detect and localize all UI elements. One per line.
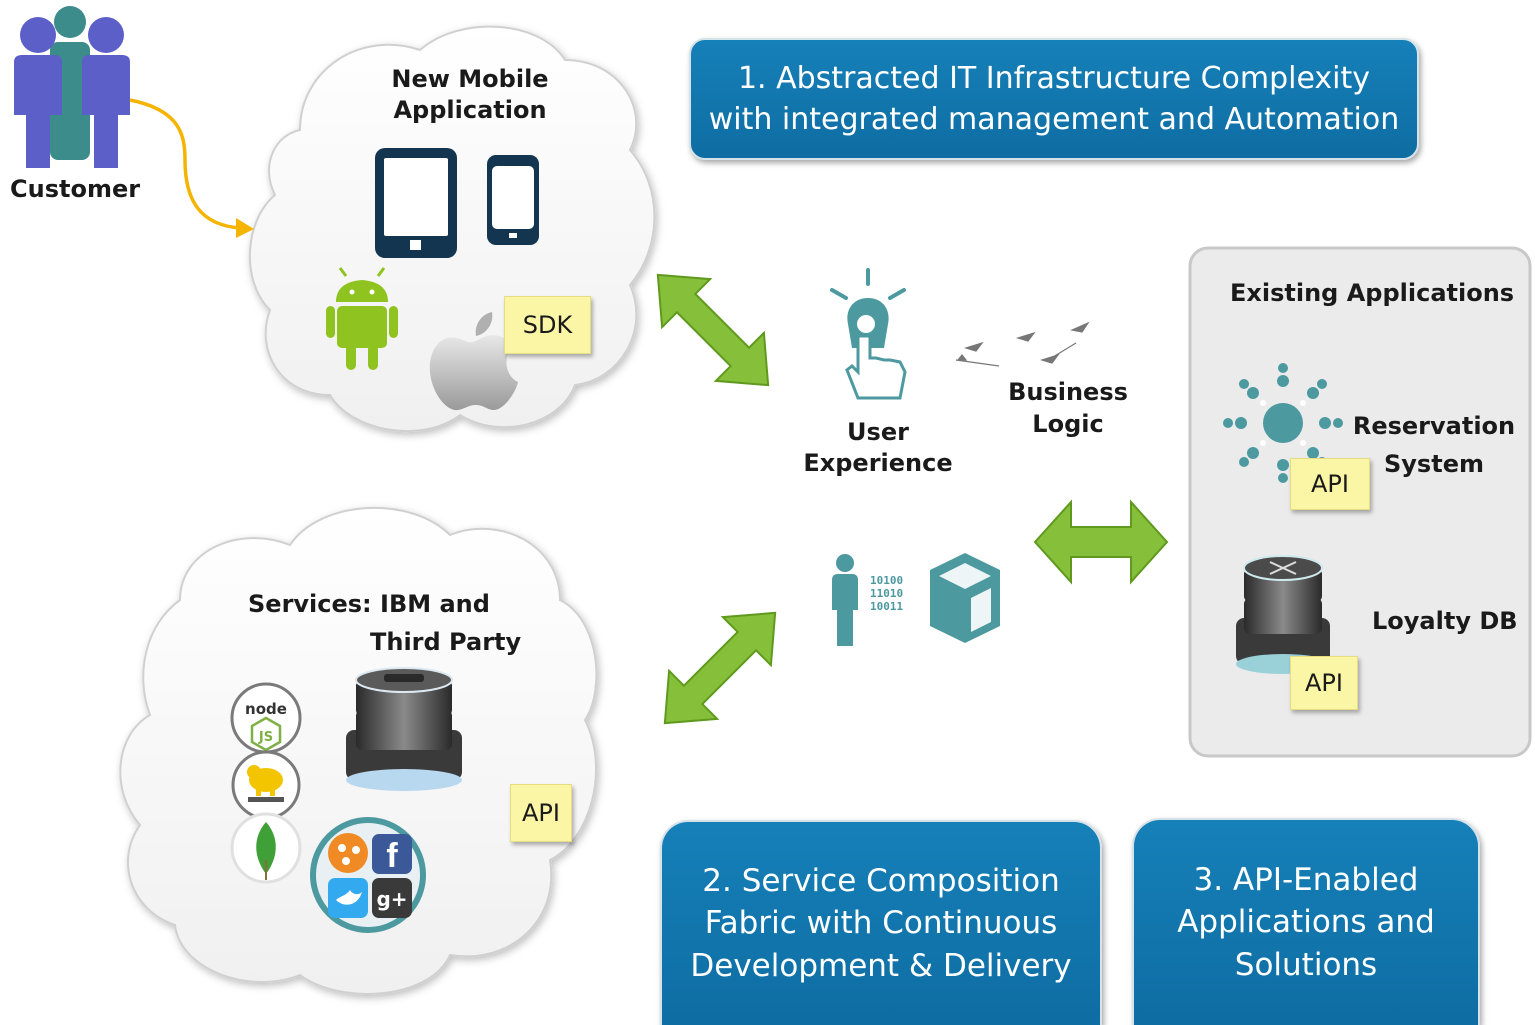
reservation-system-label: Reservation System	[1346, 408, 1522, 484]
reservation-line1: Reservation	[1352, 412, 1516, 440]
sdk-sticky-note: SDK	[504, 296, 591, 354]
step3-line1: 3. API-Enabled	[1193, 862, 1419, 899]
user-experience-line2: Experience	[803, 449, 953, 478]
business-logic-line2: Logic	[1032, 409, 1104, 438]
svg-text:g+: g+	[376, 887, 407, 911]
customer-people-icon	[14, 6, 130, 168]
binary-line: 10011	[870, 600, 904, 614]
user-experience-icon	[830, 268, 907, 400]
step2-box: 2. Service Composition Fabric with Conti…	[660, 820, 1102, 1025]
step1-line2: with integrated management and Automatio…	[708, 102, 1400, 137]
services-api-sticky-note: API	[510, 784, 572, 842]
mobile-cloud-title-line1: New Mobile	[391, 65, 549, 93]
mobile-cloud-title: New Mobile Application	[340, 64, 600, 125]
services-cloud-title-line1: Services: IBM and	[248, 590, 490, 618]
step3-line3: Solutions	[1234, 946, 1378, 983]
customer-label: Customer	[10, 175, 141, 203]
business-logic-line1: Business	[1008, 378, 1128, 406]
developer-person-icon	[832, 554, 858, 646]
step2-line3: Development & Delivery	[690, 947, 1072, 984]
svg-text:node: node	[245, 700, 287, 718]
existing-apps-sync-arrow	[1033, 499, 1169, 585]
mobile-sync-arrow	[656, 273, 770, 387]
user-experience-label: User Experience	[795, 417, 961, 479]
customer-flow-arrow	[129, 98, 254, 238]
step3-box: 3. API-Enabled Applications and Solution…	[1132, 818, 1480, 1025]
reservation-line2: System	[1384, 449, 1484, 478]
apple-icon	[429, 312, 518, 411]
reservation-api-sticky-note: API	[1290, 458, 1370, 510]
user-experience-line1: User	[847, 418, 909, 446]
social-apps-icon: f g+	[310, 817, 426, 933]
loyalty-api-sticky-note: API	[1290, 656, 1358, 710]
binary-code: 10100 11010 10011	[870, 574, 903, 614]
business-logic-label: Business Logic	[995, 377, 1141, 441]
step3-line2: Applications and	[1177, 904, 1435, 941]
step2-line1: 2. Service Composition	[702, 863, 1060, 900]
binary-line: 11010	[870, 587, 904, 601]
smartphone-icon	[487, 155, 539, 245]
binary-line: 10100	[870, 574, 904, 587]
mongodb-icon	[230, 812, 302, 884]
mobile-cloud-title-line2: Application	[393, 95, 547, 124]
svg-text:JS: JS	[258, 730, 273, 745]
cube-icon	[930, 553, 1000, 643]
nodejs-icon: node JS	[230, 682, 302, 754]
android-icon	[326, 267, 398, 370]
step2-line2: Fabric with Continuous	[704, 905, 1058, 942]
svg-text:f: f	[386, 837, 398, 875]
services-cloud-title-line2: Third Party	[370, 628, 522, 656]
existing-applications-title: Existing Applications	[1230, 279, 1515, 307]
business-logic-icon	[955, 321, 1090, 367]
services-db-icon	[346, 667, 462, 791]
tablet-icon	[375, 148, 457, 258]
reservation-system-icon	[1223, 363, 1343, 483]
step1-box: 1. Abstracted IT Infrastructure Complexi…	[689, 38, 1419, 160]
loyalty-db-label: Loyalty DB	[1372, 607, 1518, 635]
services-sync-arrow	[663, 611, 777, 725]
step1-line1: 1. Abstracted IT Infrastructure Complexi…	[737, 60, 1371, 96]
hadoop-icon	[231, 750, 301, 820]
